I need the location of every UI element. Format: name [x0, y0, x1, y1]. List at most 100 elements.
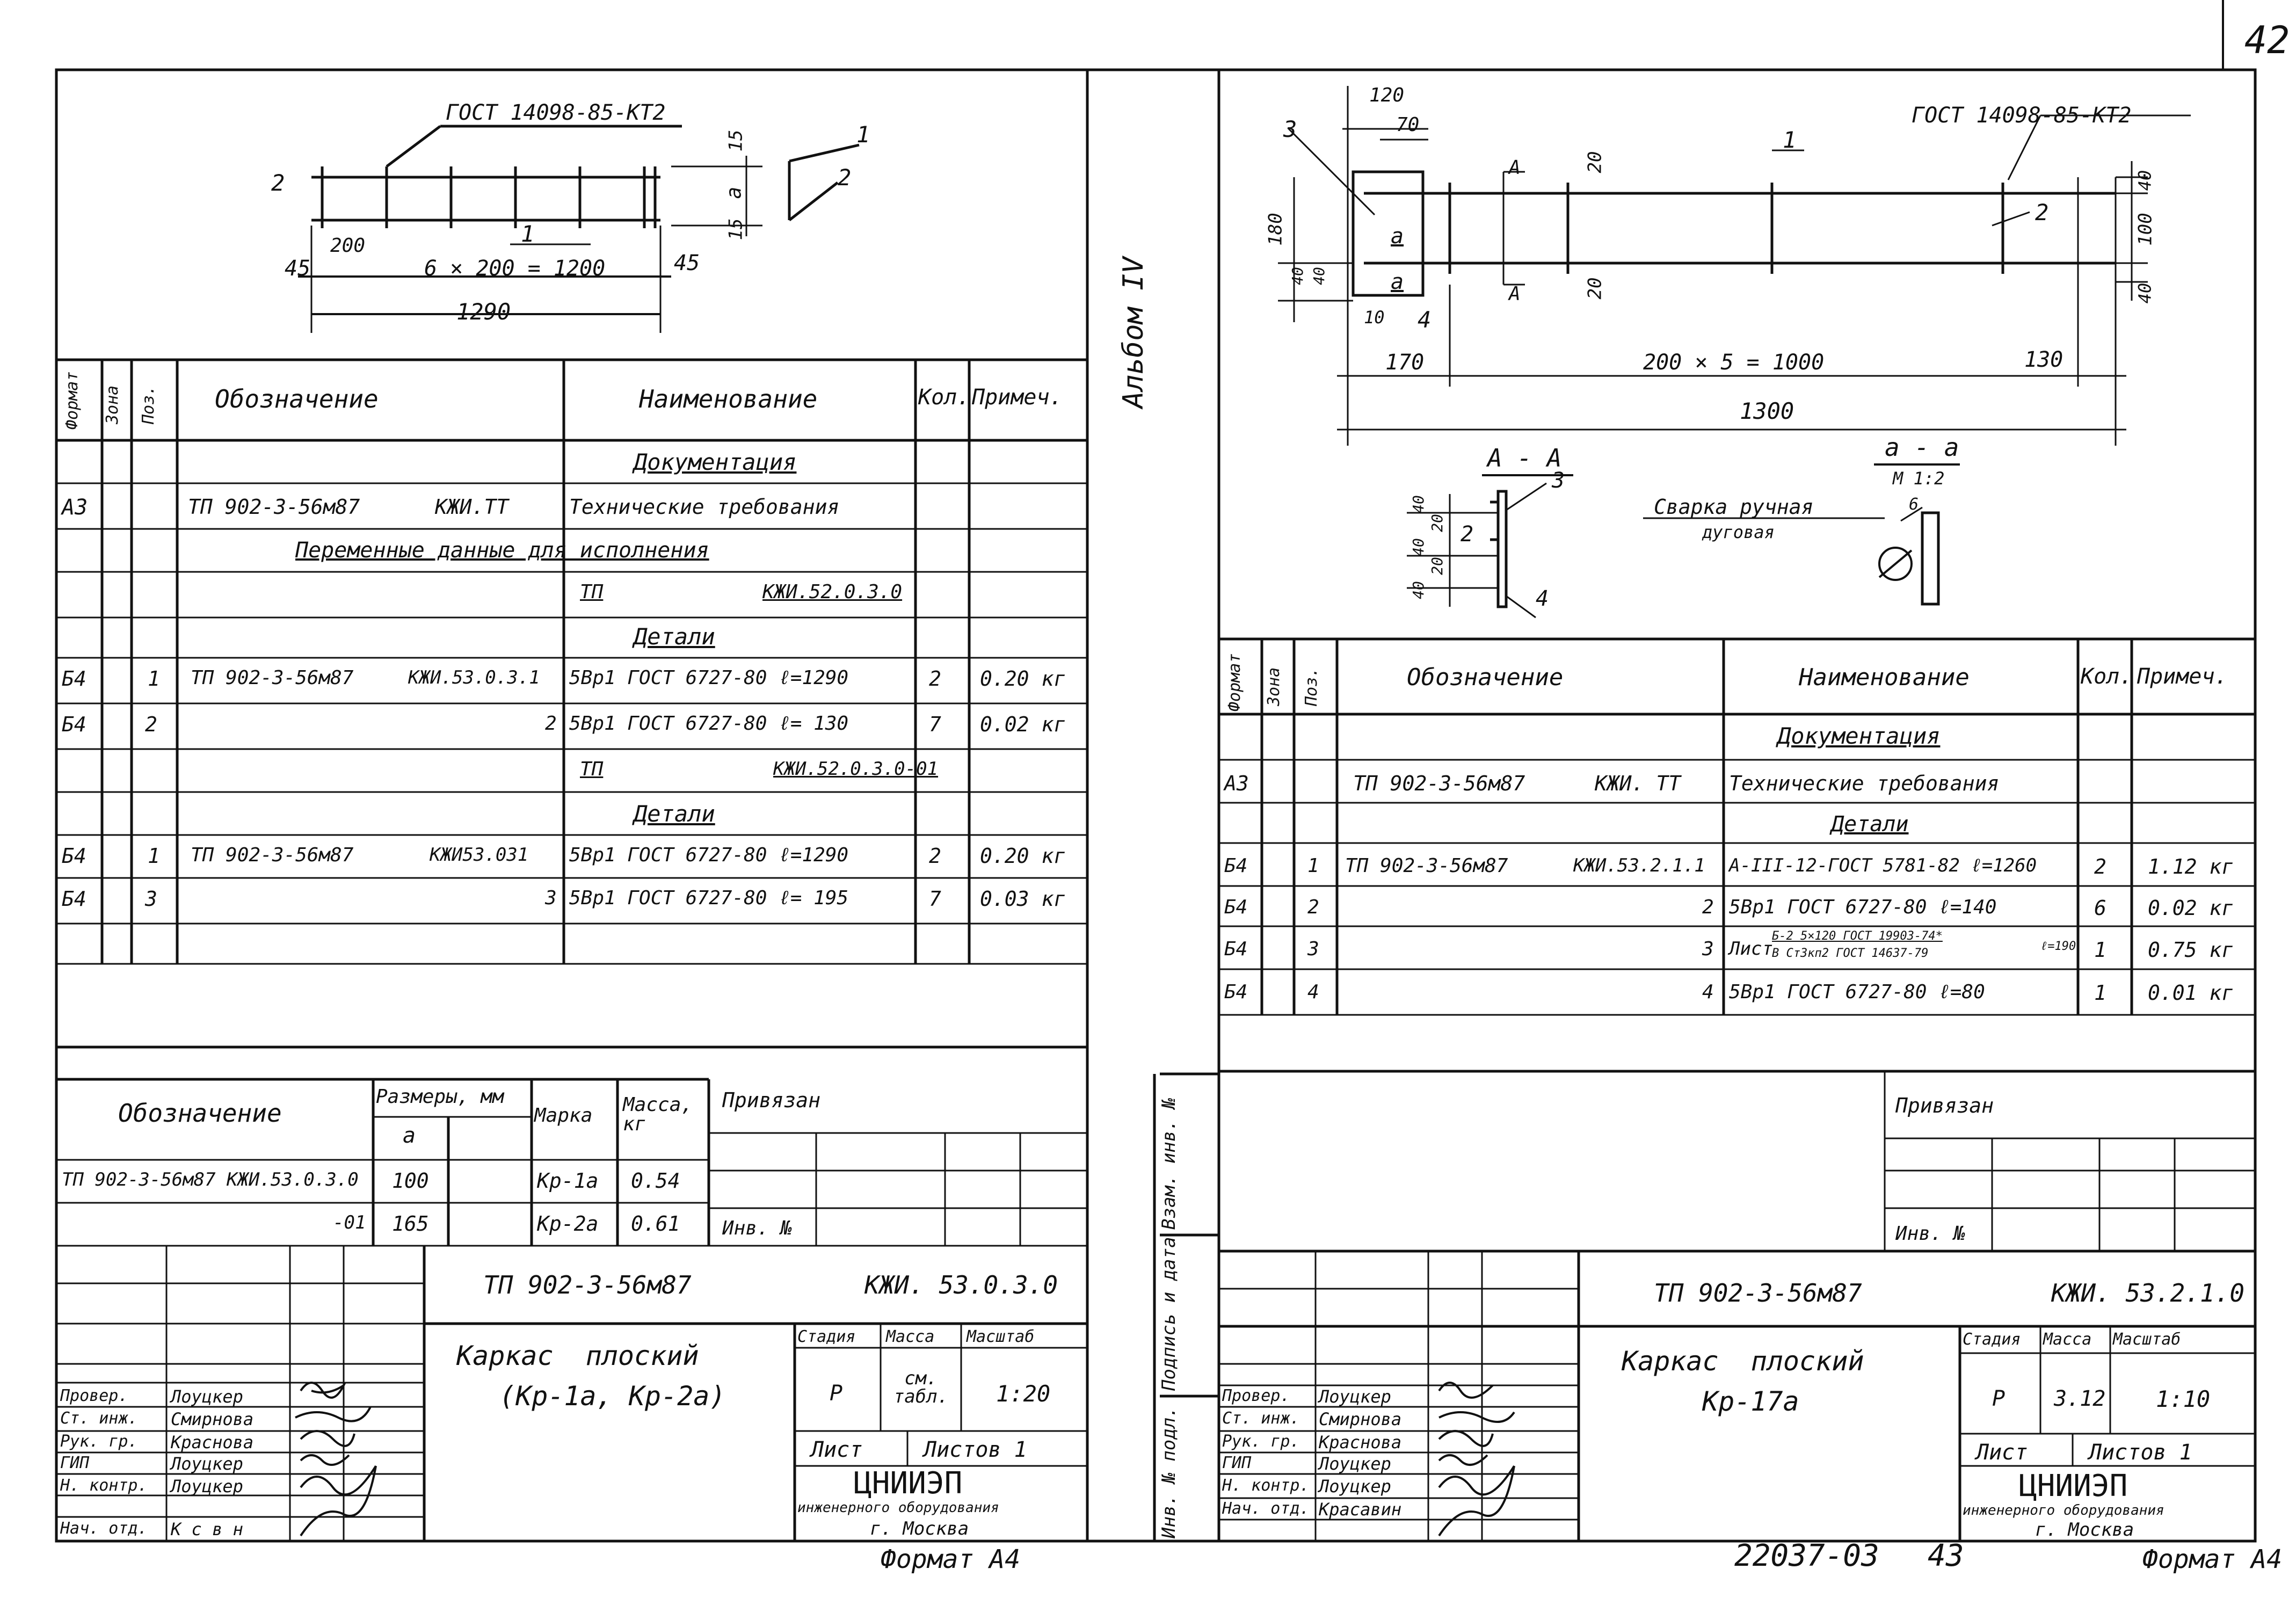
right-staff-role-5: Н. контр. [1222, 1476, 1310, 1495]
left-var-r1-designation: ТП 902-3-56м87 КЖИ.53.0.3.0 [62, 1169, 359, 1190]
left-tp2-code: КЖИ.52.0.3.0-01 [773, 758, 939, 780]
right-r1-qty: 2 [2094, 855, 2106, 878]
left-r1-designation: ТП 902-3-56м87 [191, 667, 354, 689]
right-h-note: Примеч. [2137, 664, 2228, 689]
right-weld2: дуговая [1702, 522, 1775, 542]
right-privyazan: Привязан [1895, 1094, 1994, 1117]
right-d40a: 40 [2134, 170, 2155, 191]
left-r2-qty: 7 [929, 713, 941, 736]
left-staff-name-4: Лоуцкер [171, 1454, 243, 1474]
right-aa-pos4: 4 [1536, 586, 1549, 611]
right-parts: Детали [1831, 812, 1909, 837]
left-h-qty: Кол. [918, 385, 970, 410]
left-r4-note: 0.03 кг [980, 887, 1066, 911]
left-staff-name-2: Смирнова [171, 1409, 254, 1429]
right-h-designation: Обозначение [1407, 664, 1564, 691]
right-d20a: 20 [1584, 151, 1606, 173]
left-h-format: Формат [63, 371, 82, 430]
right-r4-code: 4 [1702, 981, 1714, 1003]
left-var-h-a: a [403, 1123, 416, 1148]
right-staff-name-2: Смирнова [1319, 1409, 1402, 1429]
right-a2: a [1391, 270, 1404, 294]
left-var-r2-designation: -01 [333, 1212, 366, 1233]
left-spacing: 6 × 200 = 1200 [424, 256, 606, 281]
right-stage-h: Стадия [1963, 1330, 2021, 1349]
left-inv: Инв. № [722, 1217, 793, 1239]
right-r4-pos: 4 [1307, 981, 1319, 1003]
left-stage: Р [830, 1381, 843, 1406]
left-var-r1-mass: 0.54 [631, 1169, 680, 1193]
left-var-h-sizes: Размеры, мм [376, 1086, 504, 1108]
right-weld1: Сварка ручная [1654, 495, 1814, 519]
right-org1: ЦНИИЭП [2019, 1469, 2128, 1503]
right-staff-role-1: Провер. [1222, 1386, 1290, 1405]
left-r4-pos: 3 [145, 887, 157, 911]
right-r1-format: Б4 [1224, 855, 1248, 877]
right-r4-format: Б4 [1224, 981, 1248, 1003]
right-r2-pos: 2 [1307, 896, 1319, 918]
left-r1-qty: 2 [929, 667, 941, 691]
right-r1-name: А-III-12-ГОСТ 5781-82 ℓ=1260 [1729, 855, 2037, 876]
right-aa-d20: 20 [1428, 514, 1446, 532]
left-title-project: ТП 902-3-56м87 [483, 1270, 692, 1299]
left-gost-label: ГОСТ 14098-85-КТ2 [446, 100, 666, 125]
right-aa-d20b: 20 [1428, 557, 1446, 575]
left-r3-qty: 2 [929, 844, 941, 868]
right-staff-role-2: Ст. инж. [1222, 1409, 1300, 1428]
right-r3-name-b: Б-2 5×120 ГОСТ 19903-74* [1772, 929, 1943, 943]
right-r3-code: 3 [1702, 938, 1714, 960]
right-r3-name-d: ℓ=190 [2040, 940, 2076, 953]
right-r3-name-a: Лист [1729, 938, 1773, 960]
left-r4-qty: 7 [929, 887, 941, 911]
right-h-name: Наименование [1799, 664, 1970, 691]
left-org1: ЦНИИЭП [854, 1466, 963, 1501]
right-inv: Инв. № [1895, 1223, 1966, 1245]
right-d170: 170 [1385, 350, 1425, 375]
right-r1-designation: ТП 902-3-56м87 [1345, 855, 1508, 877]
side-stamp-signature: Подпись и дата [1158, 1237, 1180, 1391]
right-r3-name-c: В Ст3кп2 ГОСТ 14637-79 [1772, 947, 1929, 960]
left-dim200: 200 [330, 235, 366, 257]
right-section-AA: А - А [1487, 444, 1562, 473]
left-variable-data: Переменные данные для исполнения [295, 538, 709, 563]
left-doc-name: Технические требования [569, 495, 840, 519]
right-pos4: 4 [1418, 307, 1432, 333]
right-stage: Р [1992, 1386, 2006, 1411]
right-r4-note: 0.01 кг [2148, 981, 2234, 1005]
left-var-r1-mark: Кр-1а [537, 1169, 599, 1193]
right-doc-format: А3 [1224, 772, 1249, 795]
left-sheet: Лист [811, 1437, 863, 1462]
right-secA2: А [1509, 283, 1521, 305]
left-doc-format: А3 [62, 495, 88, 520]
left-r4-name: 5Вр1 ГОСТ 6727-80 ℓ= 195 [569, 887, 849, 909]
left-staff-role-6: Нач. отд. [60, 1519, 148, 1538]
left-scale: 1:20 [996, 1381, 1051, 1407]
right-d120: 120 [1369, 84, 1405, 106]
right-pos1: 1 [1783, 127, 1797, 153]
left-doc-designation: ТП 902-3-56м87 [188, 495, 360, 519]
footer-page: 43 [1928, 1538, 1964, 1573]
left-r1-code: КЖИ.53.0.3.1 [408, 667, 540, 688]
left-privyazan: Привязан [722, 1088, 821, 1112]
right-title-code: КЖИ. 53.2.1.0 [2051, 1279, 2245, 1308]
right-scale: 1:10 [2156, 1386, 2211, 1412]
left-staff-name-3: Краснова [171, 1432, 254, 1452]
left-staff-role-4: ГИП [60, 1454, 90, 1472]
left-var-r1-a: 100 [392, 1169, 429, 1193]
right-staff-name-4: Лоуцкер [1319, 1454, 1391, 1474]
left-r3-pos: 1 [148, 844, 160, 868]
right-section-docs: Документация [1777, 723, 1941, 749]
right-org3: г. Москва [2035, 1519, 2134, 1541]
right-r2-name: 5Вр1 ГОСТ 6727-80 ℓ=140 [1729, 896, 1997, 918]
left-r2-code: 2 [545, 713, 557, 735]
right-r3-qty: 1 [2094, 938, 2106, 962]
left-r3-note: 0.20 кг [980, 844, 1066, 868]
right-staff-name-3: Краснова [1319, 1432, 1402, 1452]
left-pos2: 2 [271, 170, 285, 196]
left-r3-designation: ТП 902-3-56м87 [191, 844, 354, 866]
right-r1-pos: 1 [1307, 855, 1319, 877]
right-h-pos: Поз. [1302, 667, 1321, 706]
left-h-note: Примеч. [972, 385, 1063, 410]
left-sheets: Листов 1 [924, 1437, 1027, 1462]
